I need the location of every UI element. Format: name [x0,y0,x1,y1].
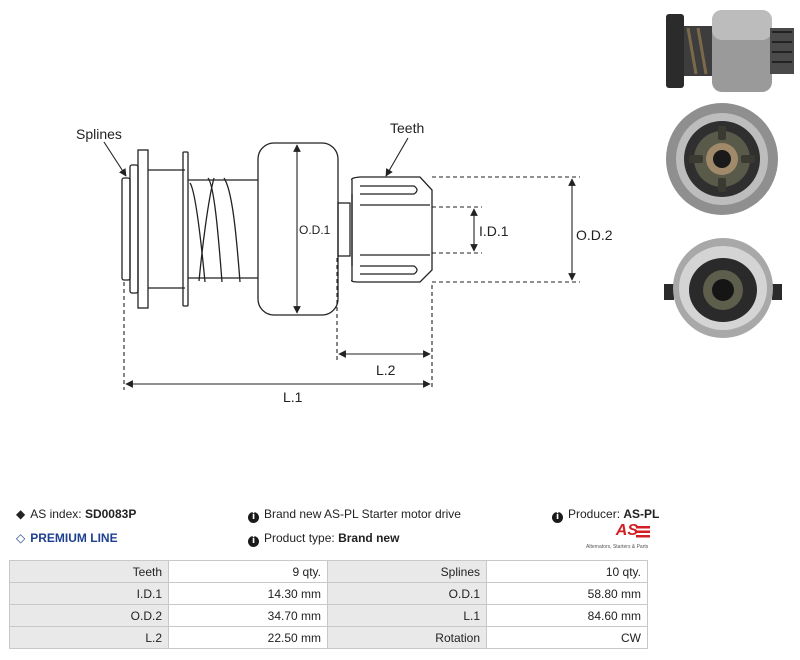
spec-value: 58.80 mm [486,582,648,605]
diamond-icon: ◇ [16,531,26,545]
splines-label: Splines [76,126,122,142]
info-icon: i [248,512,259,523]
producer: i Producer: AS-PL [552,507,659,523]
technical-drawing: Splines Teeth O.D.1 I.D.1 O.D.2 L.2 L.1 [76,120,613,405]
spec-value: CW [486,626,648,649]
spec-table: Teeth 9 qty. Splines 10 qty. I.D.1 14.30… [9,560,648,649]
spec-key: Splines [327,560,487,583]
spec-key: L.1 [327,604,487,627]
table-row: O.D.2 34.70 mm L.1 84.60 mm [9,604,648,627]
product-photo-side [666,10,794,92]
spec-value: 14.30 mm [168,582,328,605]
logo-stripes-icon [636,526,650,538]
info-icon: i [248,536,259,547]
logo-mark: AS [615,522,638,539]
info-icon: i [552,512,563,523]
product-photo-front [666,103,778,215]
as-index-label: AS index: [30,507,82,521]
teeth-label: Teeth [390,120,424,136]
spec-key: Rotation [327,626,487,649]
od2-label: O.D.2 [576,227,613,243]
as-index: ◆ AS index: SD0083P [16,507,136,521]
spec-key: O.D.2 [9,604,169,627]
spec-key: L.2 [9,626,169,649]
product-type-label: Product type: [264,531,335,545]
spec-value: 10 qty. [486,560,648,583]
product-description: i Brand new AS-PL Starter motor drive [248,507,461,523]
product-photo-back [664,238,782,338]
premium-line-label: PREMIUM LINE [30,531,118,545]
premium-line: ◇ PREMIUM LINE [16,531,118,545]
producer-value: AS-PL [623,507,660,521]
spec-value: 9 qty. [168,560,328,583]
table-row: I.D.1 14.30 mm O.D.1 58.80 mm [9,582,648,605]
description-text: Brand new AS-PL Starter motor drive [264,507,461,521]
l1-label: L.1 [283,389,303,405]
spec-key: Teeth [9,560,169,583]
spec-value: 22.50 mm [168,626,328,649]
tag-icon: ◆ [16,507,26,521]
as-index-value: SD0083P [84,507,137,521]
id1-label: I.D.1 [479,223,509,239]
logo-subtitle: Alternators, Starters & Parts [586,544,649,550]
producer-logo: AS Alternators, Starters & Parts [586,522,650,552]
product-type: i Product type: Brand new [248,531,399,547]
spec-value: 34.70 mm [168,604,328,627]
od1-label: O.D.1 [299,223,331,237]
spec-value: 84.60 mm [486,604,648,627]
table-row: Teeth 9 qty. Splines 10 qty. [9,560,648,583]
spec-key: O.D.1 [327,582,487,605]
l2-label: L.2 [376,362,396,378]
product-type-value: Brand new [338,531,400,545]
table-row: L.2 22.50 mm Rotation CW [9,626,648,649]
producer-label: Producer: [568,507,621,521]
spec-key: I.D.1 [9,582,169,605]
